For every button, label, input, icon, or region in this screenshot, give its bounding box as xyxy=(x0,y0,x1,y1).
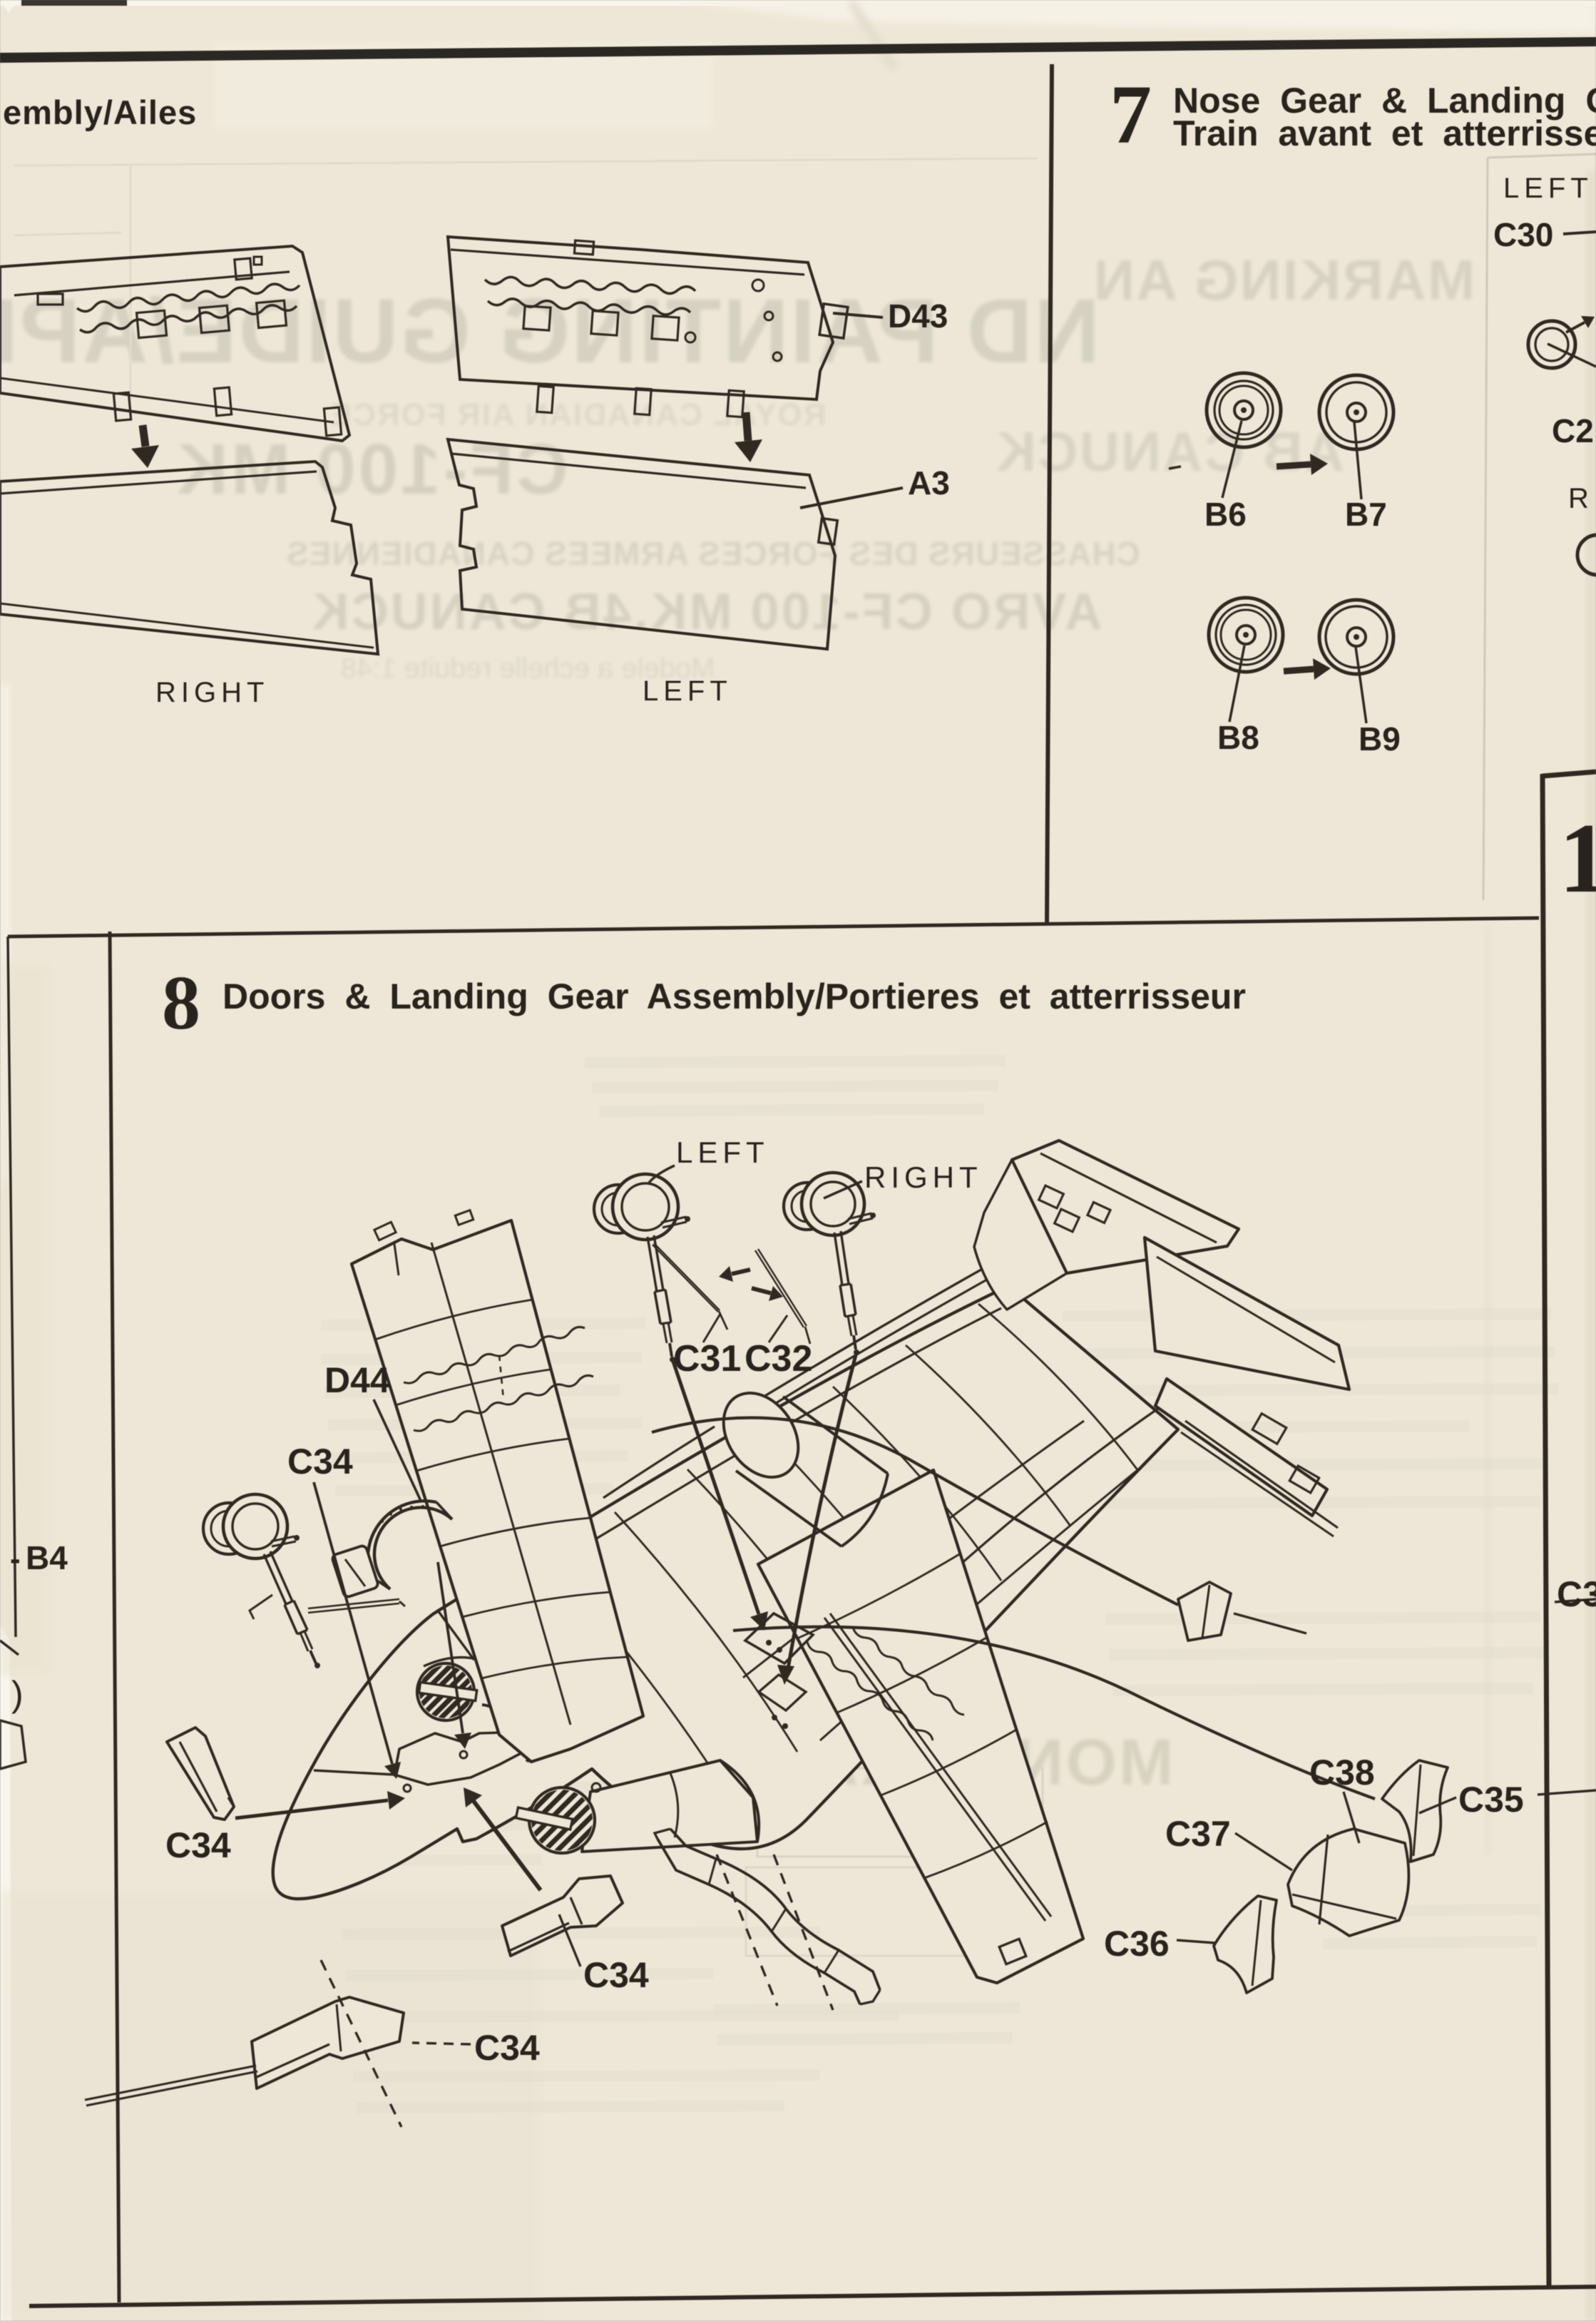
svg-text:RIGHT: RIGHT xyxy=(155,677,269,708)
svg-text:C34: C34 xyxy=(287,1442,353,1481)
svg-text:RI: RI xyxy=(1568,483,1596,514)
svg-text:C36: C36 xyxy=(1104,1924,1170,1964)
svg-text:D44: D44 xyxy=(324,1360,390,1400)
svg-text:AVRO CF-100 MK.4B CANUCK: AVRO CF-100 MK.4B CANUCK xyxy=(310,583,1103,641)
svg-text:C2: C2 xyxy=(1552,412,1594,449)
svg-text:): ) xyxy=(11,1674,24,1714)
svg-text:C31: C31 xyxy=(673,1338,741,1379)
svg-text:D43: D43 xyxy=(888,297,948,335)
svg-text:C34: C34 xyxy=(583,1955,649,1995)
svg-text:A3: A3 xyxy=(908,464,950,501)
svg-text:MARKING AN: MARKING AN xyxy=(1093,248,1475,312)
svg-text:B9: B9 xyxy=(1359,720,1401,757)
svg-text:C31: C31 xyxy=(1557,1574,1596,1614)
svg-text:1: 1 xyxy=(1559,803,1596,914)
svg-text:LEFT: LEFT xyxy=(643,675,732,707)
svg-text:-: - xyxy=(10,1541,21,1576)
svg-text:Doors & Landing Gear Assembly/: Doors & Landing Gear Assembly/Portieres … xyxy=(222,976,1246,1016)
svg-text:8: 8 xyxy=(162,961,200,1046)
svg-text:CF-100 MK: CF-100 MK xyxy=(174,429,568,509)
svg-text:Modele a echelle reduite 1:48: Modele a echelle reduite 1:48 xyxy=(341,653,715,684)
svg-text:B7: B7 xyxy=(1345,496,1387,533)
svg-text:C35: C35 xyxy=(1458,1780,1524,1820)
svg-text:Train avant et atterrisseu: Train avant et atterrisseu xyxy=(1173,113,1596,153)
svg-text:C37: C37 xyxy=(1165,1814,1231,1854)
svg-text:ROYAL CANADIAN AIR FORCE: ROYAL CANADIAN AIR FORCE xyxy=(329,397,827,432)
svg-text:B4: B4 xyxy=(26,1539,68,1576)
svg-text:LEFT: LEFT xyxy=(1503,173,1593,204)
svg-text:C30: C30 xyxy=(1493,216,1553,253)
svg-text:RIGHT: RIGHT xyxy=(864,1160,983,1194)
svg-text:LEFT: LEFT xyxy=(676,1136,769,1169)
svg-text:C34: C34 xyxy=(474,2028,540,2068)
svg-text:B6: B6 xyxy=(1204,496,1247,533)
svg-text:C38: C38 xyxy=(1309,1753,1375,1792)
svg-text:embly/Ailes: embly/Ailes xyxy=(3,93,197,131)
svg-text:Nose Gear & Landing Ge: Nose Gear & Landing Ge xyxy=(1173,81,1596,121)
svg-text:AB CANUCK: AB CANUCK xyxy=(995,420,1344,483)
svg-text:B8: B8 xyxy=(1217,719,1259,756)
svg-text:CHASSEURS DES FORCES ARMEES CA: CHASSEURS DES FORCES ARMEES CANADIENNES xyxy=(286,535,1140,572)
svg-text:C32: C32 xyxy=(745,1338,812,1379)
svg-text:7: 7 xyxy=(1110,68,1152,161)
svg-text:C34: C34 xyxy=(165,1825,231,1865)
